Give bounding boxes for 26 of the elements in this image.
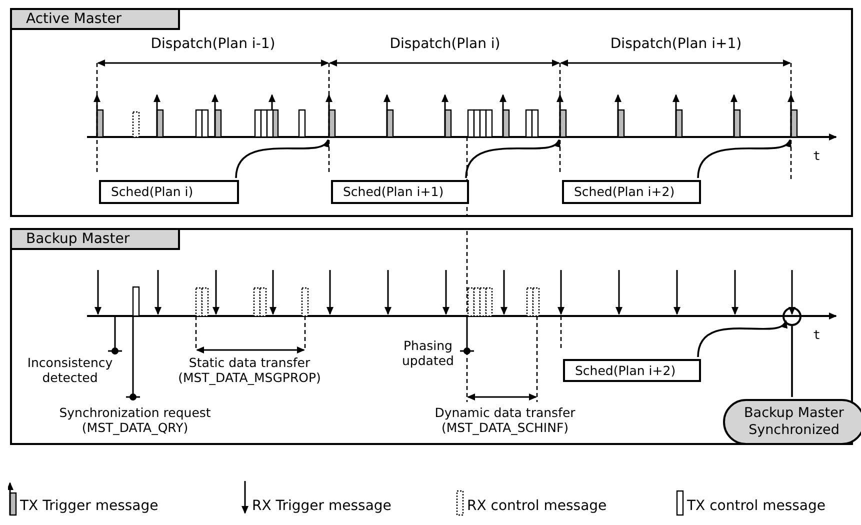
schedule-box: Sched(Plan i) (99, 180, 239, 204)
legend-label: TX control message (687, 499, 826, 514)
arrow (697, 139, 791, 178)
arrow (697, 320, 787, 358)
annotation-text: Synchronization request (MST_DATA_QRY) (58, 405, 212, 435)
timeline-panel (10, 8, 853, 217)
annotation-text: Static data transfer (MST_DATA_MSGPROP) (177, 355, 322, 385)
span-label: Dispatch(Plan i) (388, 37, 502, 52)
axis-label: t (813, 148, 822, 163)
span-label: Dispatch(Plan i-1) (150, 37, 276, 52)
schedule-box: Sched(Plan i+1) (331, 180, 469, 204)
annotation-text: Phasing updated (401, 338, 455, 368)
axis-label: t (813, 327, 822, 342)
panel-title: Active Master (10, 8, 180, 30)
panel-title: Backup Master (10, 228, 180, 250)
legend-label: TX Trigger message (20, 499, 158, 514)
schedule-box: Sched(Plan i+2) (563, 359, 701, 382)
annotation-text: Dynamic data transfer (MST_DATA_SCHINF) (434, 405, 576, 435)
status-pill: Backup Master Synchronized (723, 399, 861, 445)
legend-label: RX control message (467, 499, 607, 514)
legend-label: RX Trigger message (252, 499, 392, 514)
span-label: Dispatch(Plan i+1) (609, 37, 743, 52)
schedule-box: Sched(Plan i+2) (562, 180, 701, 204)
arrow (465, 139, 560, 178)
annotation-text: Inconsistency detected (26, 355, 114, 385)
arrow (235, 139, 329, 178)
